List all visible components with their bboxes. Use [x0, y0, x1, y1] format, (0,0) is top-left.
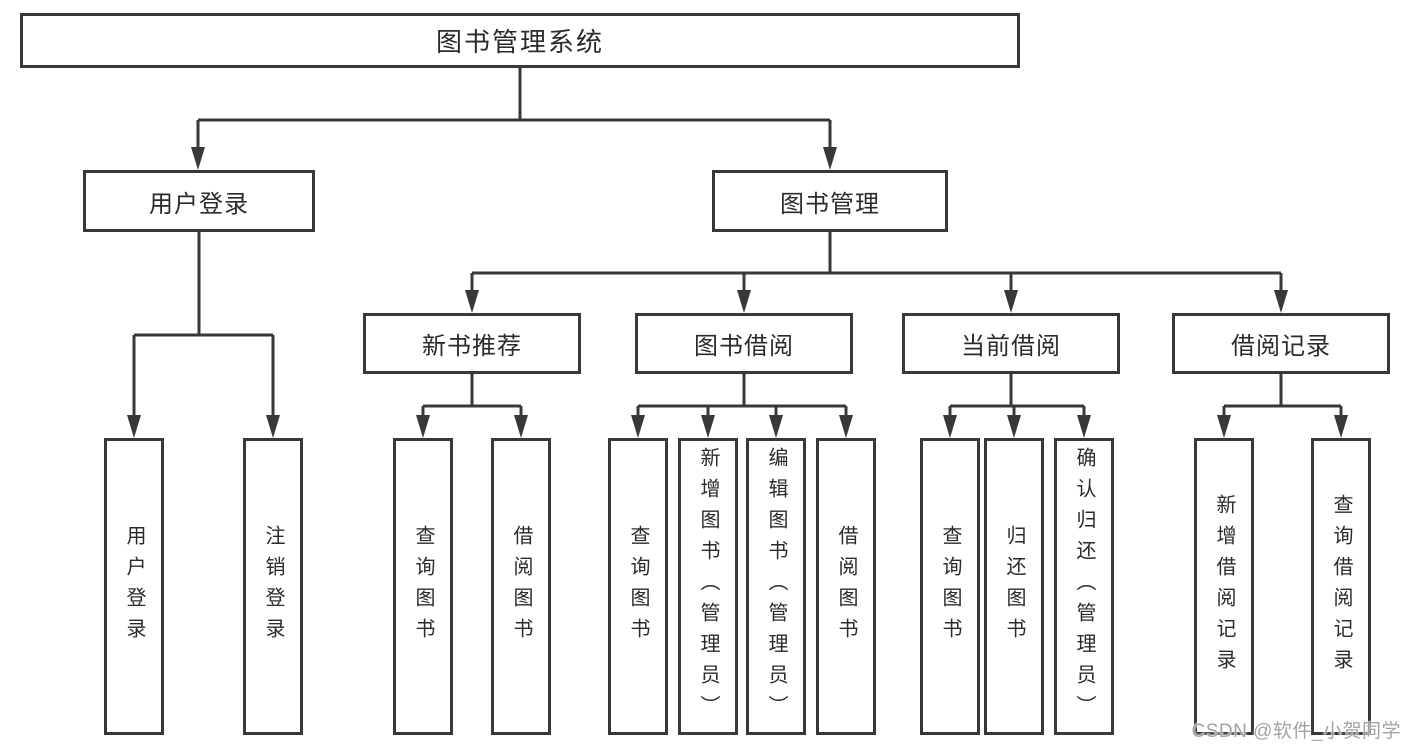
- node-new-book-recommend-label: 新书推荐: [422, 333, 522, 360]
- leaf-edit-books-admin-label: 编辑图书（管理员）: [765, 447, 787, 726]
- leaf-confirm-return-admin: 确认归还（管理员）: [1054, 438, 1114, 735]
- leaf-user-login-label: 用户登录: [123, 524, 145, 649]
- leaf-recommend-query-books-label: 查询图书: [412, 524, 434, 649]
- leaf-return-books: 归还图书: [984, 438, 1044, 735]
- leaf-confirm-return-admin-label: 确认归还（管理员）: [1073, 447, 1095, 726]
- leaf-borrowing-query-books: 查询图书: [608, 438, 668, 735]
- node-current-borrowing: 当前借阅: [902, 313, 1120, 374]
- node-root: 图书管理系统: [20, 13, 1020, 68]
- node-book-borrowing: 图书借阅: [635, 313, 853, 374]
- leaf-add-borrow-record-label: 新增借阅记录: [1213, 493, 1235, 680]
- node-book-management: 图书管理: [712, 170, 948, 232]
- leaf-borrowing-borrow-books-label: 借阅图书: [835, 524, 857, 649]
- leaf-add-books-admin: 新增图书（管理员）: [678, 438, 738, 735]
- leaf-current-query-books: 查询图书: [920, 438, 980, 735]
- node-borrow-records-label: 借阅记录: [1231, 333, 1331, 360]
- node-root-label: 图书管理系统: [435, 27, 604, 57]
- leaf-borrowing-borrow-books: 借阅图书: [816, 438, 876, 735]
- leaf-add-borrow-record: 新增借阅记录: [1194, 438, 1254, 735]
- leaf-query-borrow-record-label: 查询借阅记录: [1330, 493, 1352, 680]
- leaf-return-books-label: 归还图书: [1003, 524, 1025, 649]
- leaf-add-books-admin-label: 新增图书（管理员）: [697, 447, 719, 726]
- node-new-book-recommend: 新书推荐: [363, 313, 581, 374]
- leaf-user-login: 用户登录: [104, 438, 164, 735]
- leaf-recommend-borrow-books-label: 借阅图书: [510, 524, 532, 649]
- leaf-borrowing-query-books-label: 查询图书: [627, 524, 649, 649]
- leaf-recommend-borrow-books: 借阅图书: [491, 438, 551, 735]
- watermark: CSDN @软件_小贺同学: [1191, 721, 1401, 742]
- leaf-recommend-query-books: 查询图书: [393, 438, 453, 735]
- leaf-logout-label: 注销登录: [262, 524, 284, 649]
- connector-lines: [132, 68, 1343, 418]
- leaf-edit-books-admin: 编辑图书（管理员）: [746, 438, 806, 735]
- leaf-current-query-books-label: 查询图书: [939, 524, 961, 649]
- leaf-query-borrow-record: 查询借阅记录: [1311, 438, 1371, 735]
- node-user-login: 用户登录: [83, 170, 315, 232]
- node-borrow-records: 借阅记录: [1172, 313, 1390, 374]
- arrowheads: [127, 147, 1348, 438]
- node-book-management-label: 图书管理: [780, 190, 880, 218]
- node-user-login-label: 用户登录: [149, 190, 249, 218]
- node-book-borrowing-label: 图书借阅: [694, 333, 794, 360]
- node-current-borrowing-label: 当前借阅: [961, 333, 1061, 360]
- leaf-logout: 注销登录: [243, 438, 303, 735]
